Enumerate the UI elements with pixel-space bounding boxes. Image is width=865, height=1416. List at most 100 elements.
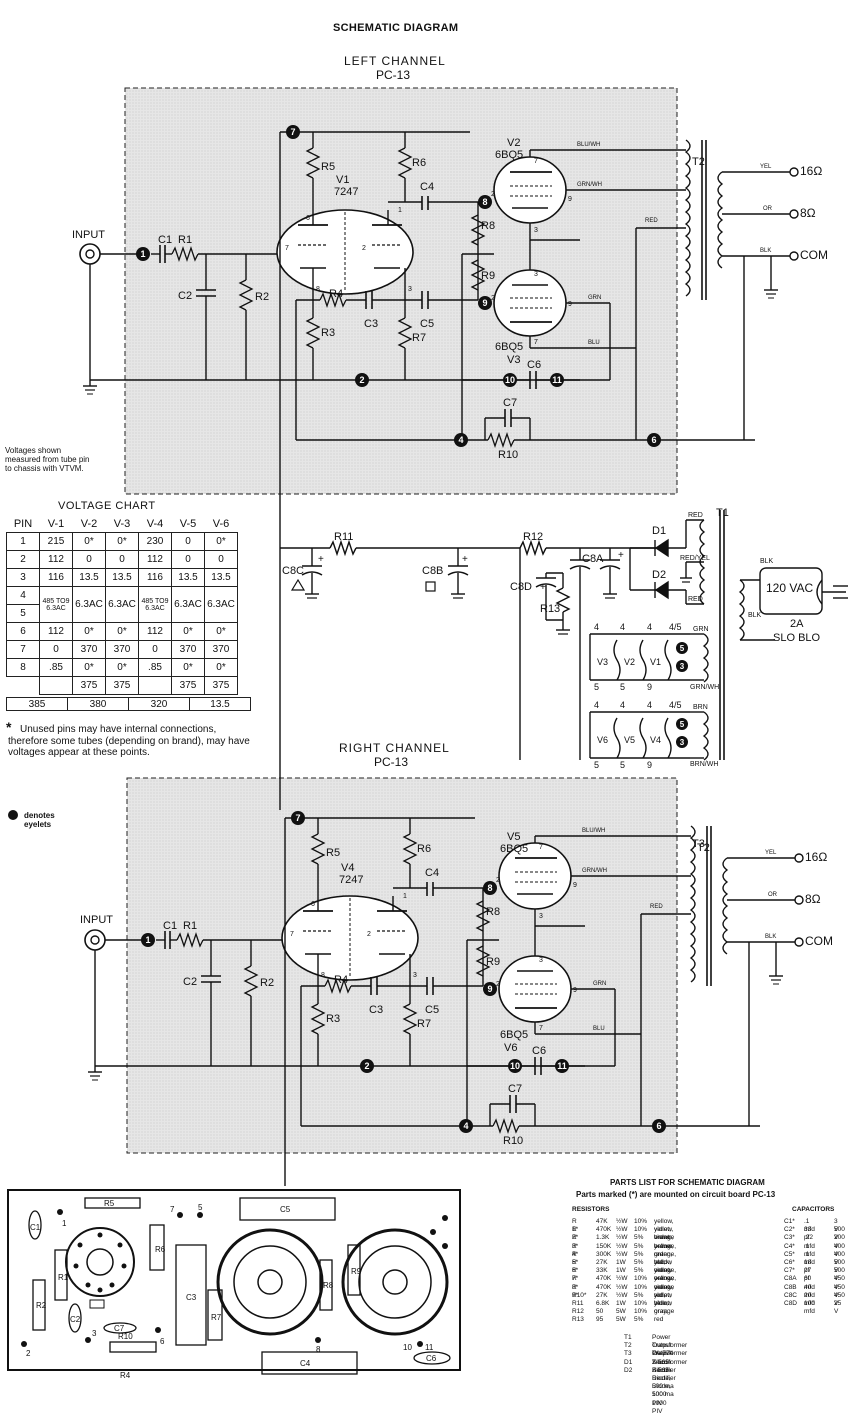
vc-cell: 230	[138, 532, 172, 551]
svg-text:V4: V4	[650, 735, 661, 745]
vc-header: V-1	[47, 517, 65, 530]
right-tap-16-ohm: 16Ω	[805, 850, 828, 864]
resistor-cell: 1W	[616, 1259, 626, 1266]
capacitor-cell: 500 V	[834, 1226, 845, 1242]
vc-cell: 13.5	[72, 568, 106, 587]
resistors-header: RESISTORS	[572, 1206, 610, 1213]
svg-text:V6: V6	[597, 735, 608, 745]
tube-v4-type: 7247	[339, 874, 364, 886]
tube-v5-type: 6BQ5	[500, 843, 529, 855]
resistor-cell: 470K	[596, 1226, 612, 1234]
vc-cell: 6.3AC	[105, 586, 139, 623]
vc-cell: 0*	[105, 532, 139, 551]
svg-text:3: 3	[92, 1329, 97, 1338]
svg-text:V1: V1	[650, 657, 661, 667]
vc-cell: 0*	[105, 658, 139, 677]
resistor-cell: R 5*	[572, 1250, 579, 1266]
resistor-cell: 300K	[596, 1250, 612, 1258]
voltage-note: Voltages shown measured from tube pin to…	[5, 446, 90, 474]
asterisk-symbol: *	[6, 719, 12, 735]
svg-text:V2: V2	[624, 657, 635, 667]
left-tap-8-ohm: 8Ω	[800, 206, 816, 220]
resistor-cell: R 1*	[572, 1218, 579, 1234]
svg-text:10: 10	[403, 1343, 412, 1352]
resistor-cell: 5%	[634, 1259, 644, 1266]
capacitor-cell: 500 V	[834, 1267, 845, 1283]
vc-cell: 6.3AC	[171, 586, 205, 623]
vc-cell: 1	[6, 532, 40, 551]
part-cell: D2	[624, 1366, 633, 1374]
resistor-cell: R 2*	[572, 1226, 579, 1242]
heater-grn: GRN	[693, 626, 709, 633]
capacitor-cell: 33 pf	[804, 1226, 812, 1242]
resistor-cell: 1W	[616, 1300, 626, 1307]
vc-cell: 13.5	[105, 568, 139, 587]
resistor-cell: 470K	[596, 1275, 612, 1283]
vc-cell: 0*	[204, 658, 238, 677]
vc-cell: .85	[39, 658, 73, 677]
svg-text:11: 11	[425, 1343, 434, 1352]
input-label-left: INPUT	[72, 229, 105, 241]
part-cell: Silicon Rectifier Diode, 500 ma 1000 PIV	[652, 1366, 676, 1415]
part-cell: Power Transformer PA-774	[652, 1334, 688, 1358]
resistor-cell: red, violet, orange	[654, 1291, 675, 1316]
tube-v5-label: V5	[507, 831, 521, 843]
resistor-cell: blue, gray, red	[654, 1300, 669, 1324]
vc-cell: 0	[171, 532, 205, 551]
resistor-cell: 150K	[596, 1242, 612, 1250]
resistor-cell: R 4*	[572, 1242, 579, 1258]
voltage-chart-title: VOLTAGE CHART	[58, 500, 156, 512]
vc-summary-cell: 385	[6, 697, 68, 711]
capacitor-cell: C8A	[784, 1275, 797, 1283]
svg-text:R13: R13	[540, 603, 560, 615]
tube-v2-type: 6BQ5	[495, 149, 524, 161]
svg-text:+: +	[318, 554, 324, 565]
pc-board-holes	[21, 1209, 448, 1347]
resistor-cell: brown, green, yellow	[654, 1242, 674, 1266]
vc-cell: 0*	[105, 622, 139, 641]
svg-text:4: 4	[594, 700, 599, 710]
svg-text:C4: C4	[300, 1359, 311, 1368]
svg-text:C8D: C8D	[510, 581, 532, 593]
svg-text:5: 5	[198, 1203, 203, 1212]
capacitor-cell: C2*	[784, 1226, 795, 1234]
vc-cell: 116	[138, 568, 172, 587]
vc-cell: 485 TO9 6.3AC	[138, 586, 172, 623]
capacitor-cell: 27 pf	[804, 1267, 812, 1283]
capacitor-cell: 450 V	[834, 1283, 845, 1299]
svg-text:C6: C6	[426, 1354, 437, 1363]
resistor-cell: 10%	[634, 1300, 648, 1307]
resistor-cell: 1.3K	[596, 1234, 610, 1242]
mains-voltage: 120 VAC	[766, 581, 814, 595]
vc-cell: 215	[39, 532, 73, 551]
resistor-cell: R11	[572, 1300, 584, 1307]
svg-text:4: 4	[620, 700, 625, 710]
vc-header: PIN	[13, 517, 33, 530]
page-title: SCHEMATIC DIAGRAM	[333, 22, 459, 34]
resistor-cell: 33K	[596, 1267, 608, 1275]
vc-cell: 112	[138, 622, 172, 641]
heater-brn: BRN	[693, 704, 708, 711]
vc-cell: 13.5	[204, 568, 238, 587]
svg-text:R8: R8	[323, 1281, 334, 1290]
resistor-cell: 5%	[634, 1234, 644, 1242]
unused-pins-note: Unused pins may have internal connection…	[8, 724, 250, 758]
svg-text:9: 9	[647, 760, 652, 770]
heater-grn-wh: GRN/WH	[690, 684, 720, 691]
resistor-cell: yellow, violet, yellow	[654, 1226, 674, 1250]
vc-cell	[138, 676, 172, 695]
vc-cell: 7	[6, 640, 40, 659]
svg-text:R5: R5	[104, 1199, 115, 1208]
svg-text:5: 5	[620, 760, 625, 770]
capacitor-cell: 60 mfd	[804, 1275, 815, 1291]
t1-red-bottom: RED	[688, 596, 703, 603]
vc-cell: 112	[39, 550, 73, 569]
resistor-cell: ½W	[616, 1275, 628, 1283]
svg-text:R10: R10	[118, 1332, 133, 1341]
vc-summary-cell: 320	[128, 697, 190, 711]
capacitor-cell: .1 mfd	[804, 1242, 815, 1258]
table-row: 3 116 13.5 13.5 116 13.5 13.5	[6, 568, 238, 587]
capacitor-cell: 100 mfd	[804, 1300, 815, 1316]
capacitor-cell: 450 V	[834, 1275, 845, 1291]
left-tap-16-ohm: 16Ω	[800, 164, 823, 178]
